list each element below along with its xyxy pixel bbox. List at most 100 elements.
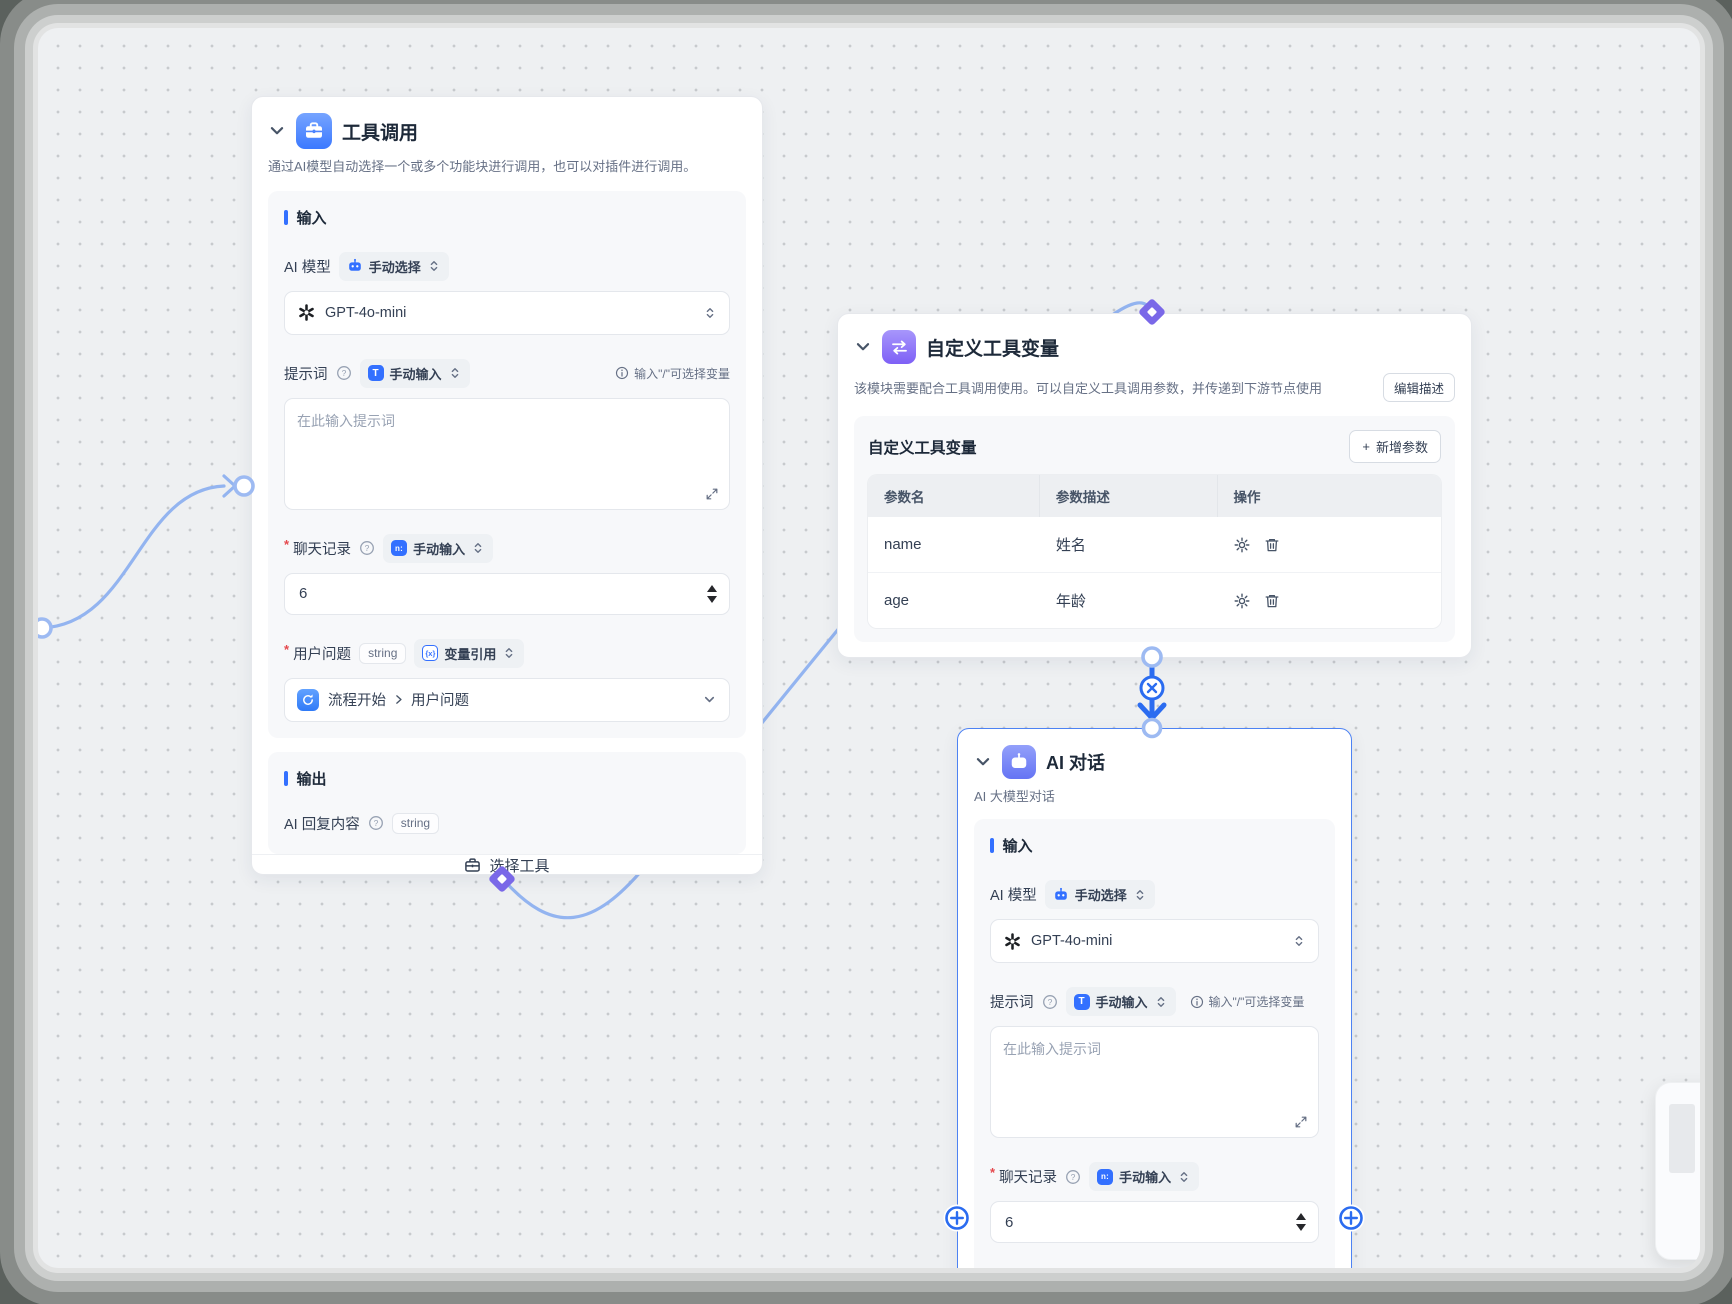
ai-reply-label: AI 回复内容 — [284, 816, 360, 833]
add-param-button[interactable]: + 新增参数 — [1349, 430, 1441, 463]
chevron-down-icon — [702, 692, 717, 707]
updown-icon — [1154, 995, 1168, 1009]
robot-icon — [347, 258, 363, 274]
node-header: AI 对话 — [958, 729, 1351, 779]
node-title: 自定义工具变量 — [926, 338, 1060, 360]
prompt-textarea[interactable] — [991, 1027, 1318, 1111]
help-icon[interactable] — [1065, 1169, 1081, 1185]
sliders-icon — [882, 330, 916, 364]
model-mode-label: 手动选择 — [368, 259, 421, 275]
number-stepper[interactable] — [707, 573, 717, 615]
collapsed-side-panel[interactable] — [1655, 1082, 1700, 1260]
variable-hint-text: 输入"/"可选择变量 — [634, 366, 730, 381]
panel-preview-block — [1669, 1104, 1695, 1173]
node-ai-chat[interactable]: AI 对话 AI 大模型对话 输入 AI 模型 手动选择 GPT-4o-mini… — [957, 728, 1352, 1268]
edge-start-handle[interactable] — [38, 617, 53, 639]
prompt-textarea-wrap — [990, 1026, 1319, 1138]
table-row: name 姓名 — [868, 517, 1441, 572]
node-subtitle: AI 大模型对话 — [974, 789, 1055, 804]
collapse-chevron-icon[interactable] — [974, 753, 992, 771]
variable-ref-icon: {x} — [422, 645, 439, 662]
number-stepper[interactable] — [1296, 1201, 1306, 1243]
node-header: 工具调用 — [252, 97, 762, 149]
required-marker: * — [284, 536, 290, 552]
gear-icon[interactable] — [1234, 593, 1250, 609]
prompt-label: 提示词 — [990, 995, 1034, 1011]
node-description: 该模块需要配合工具调用使用。可以自定义工具调用参数，并传递到下游节点使用 — [854, 381, 1323, 396]
select-tool-button[interactable]: 选择工具 — [252, 853, 762, 876]
required-marker: * — [990, 1165, 996, 1180]
node-tool-call[interactable]: 工具调用 通过AI模型自动选择一个或多个功能块进行调用，也可以对插件进行调用。 … — [251, 96, 763, 875]
trash-icon[interactable] — [1264, 537, 1280, 553]
expand-icon[interactable] — [1294, 1115, 1308, 1129]
node-custom-vars[interactable]: 自定义工具变量 该模块需要配合工具调用使用。可以自定义工具调用参数，并传递到下游… — [837, 313, 1472, 658]
text-input-icon: T — [367, 365, 384, 382]
info-icon — [1190, 995, 1204, 1009]
prompt-mode-label: 手动输入 — [1095, 995, 1148, 1010]
model-value: GPT-4o-mini — [325, 304, 407, 321]
user-question-select[interactable]: 流程开始 用户问题 — [284, 677, 730, 722]
chat-history-input[interactable] — [284, 572, 730, 615]
edge-start-to-tool-call[interactable] — [40, 484, 226, 630]
workflow-canvas[interactable]: 工具调用 通过AI模型自动选择一个或多个功能块进行调用，也可以对插件进行调用。 … — [38, 28, 1700, 1268]
add-param-label: 新增参数 — [1375, 440, 1428, 455]
collapse-chevron-icon[interactable] — [268, 122, 286, 140]
input-card: 输入 AI 模型 手动选择 GPT-4o-mini 提示词 T 手 — [268, 190, 746, 738]
prompt-mode-badge[interactable]: T 手动输入 — [1065, 987, 1176, 1016]
model-mode-badge[interactable]: 手动选择 — [1044, 880, 1155, 909]
stepper-down-icon[interactable] — [1296, 1224, 1306, 1231]
collapse-chevron-icon[interactable] — [854, 338, 872, 356]
user-question-label: 用户问题 — [293, 646, 352, 663]
param-desc: 年龄 — [1039, 572, 1218, 628]
chat-history-input-wrap — [284, 572, 730, 615]
output-card: 输出 AI 回复内容 string — [268, 751, 746, 854]
help-icon[interactable] — [336, 365, 352, 381]
chat-history-input[interactable] — [990, 1201, 1319, 1243]
briefcase-outline-icon — [464, 857, 481, 874]
robot-icon — [1002, 745, 1036, 779]
chevron-right-icon — [392, 693, 405, 706]
expand-icon[interactable] — [705, 487, 719, 501]
input-section-label: 输入 — [284, 207, 730, 228]
info-icon — [615, 366, 629, 380]
model-mode-badge[interactable]: 手动选择 — [338, 251, 449, 281]
edge-delete-badge[interactable] — [1139, 675, 1165, 701]
model-select[interactable]: GPT-4o-mini — [284, 290, 730, 335]
prompt-label: 提示词 — [284, 366, 328, 383]
col-header-name: 参数名 — [868, 475, 1040, 517]
edit-description-button[interactable]: 编辑描述 — [1382, 373, 1455, 402]
help-icon[interactable] — [1042, 994, 1058, 1010]
gear-icon[interactable] — [1234, 537, 1250, 553]
x-icon — [1146, 682, 1158, 694]
openai-logo-icon — [297, 303, 316, 322]
updown-icon — [1133, 888, 1147, 902]
updown-icon — [448, 366, 462, 380]
stepper-up-icon[interactable] — [707, 584, 717, 592]
model-select[interactable]: GPT-4o-mini — [990, 919, 1319, 963]
updown-icon — [471, 541, 485, 555]
updown-icon — [703, 306, 717, 320]
number-input-icon: n: — [391, 540, 408, 557]
flow-start-icon — [297, 688, 319, 711]
user-question-mode-badge[interactable]: {x} 变量引用 — [414, 638, 525, 668]
trash-icon[interactable] — [1264, 593, 1280, 609]
updown-icon — [427, 259, 441, 273]
prompt-textarea[interactable] — [285, 398, 729, 483]
stepper-down-icon[interactable] — [707, 595, 717, 603]
help-icon[interactable] — [359, 540, 375, 556]
prompt-mode-badge[interactable]: T 手动输入 — [359, 358, 470, 388]
chat-history-mode-badge[interactable]: n: 手动输入 — [383, 533, 494, 563]
select-tool-label: 选择工具 — [489, 857, 550, 875]
help-icon[interactable] — [368, 815, 384, 831]
node-header: 自定义工具变量 — [838, 314, 1471, 364]
chat-history-mode-badge[interactable]: n: 手动输入 — [1089, 1162, 1200, 1191]
model-value: GPT-4o-mini — [1031, 933, 1113, 949]
params-table: 参数名 参数描述 操作 name 姓名 ag — [868, 475, 1441, 628]
node-description: 通过AI模型自动选择一个或多个功能块进行调用，也可以对插件进行调用。 — [268, 159, 697, 174]
input-section-label: 输入 — [990, 835, 1319, 856]
col-header-desc: 参数描述 — [1039, 475, 1218, 517]
chat-history-label: 聊天记录 — [293, 541, 352, 558]
edge-arrowhead-icon — [1137, 702, 1167, 721]
stepper-up-icon[interactable] — [1296, 1213, 1306, 1220]
variable-hint: 输入"/"可选择变量 — [1190, 993, 1304, 1010]
